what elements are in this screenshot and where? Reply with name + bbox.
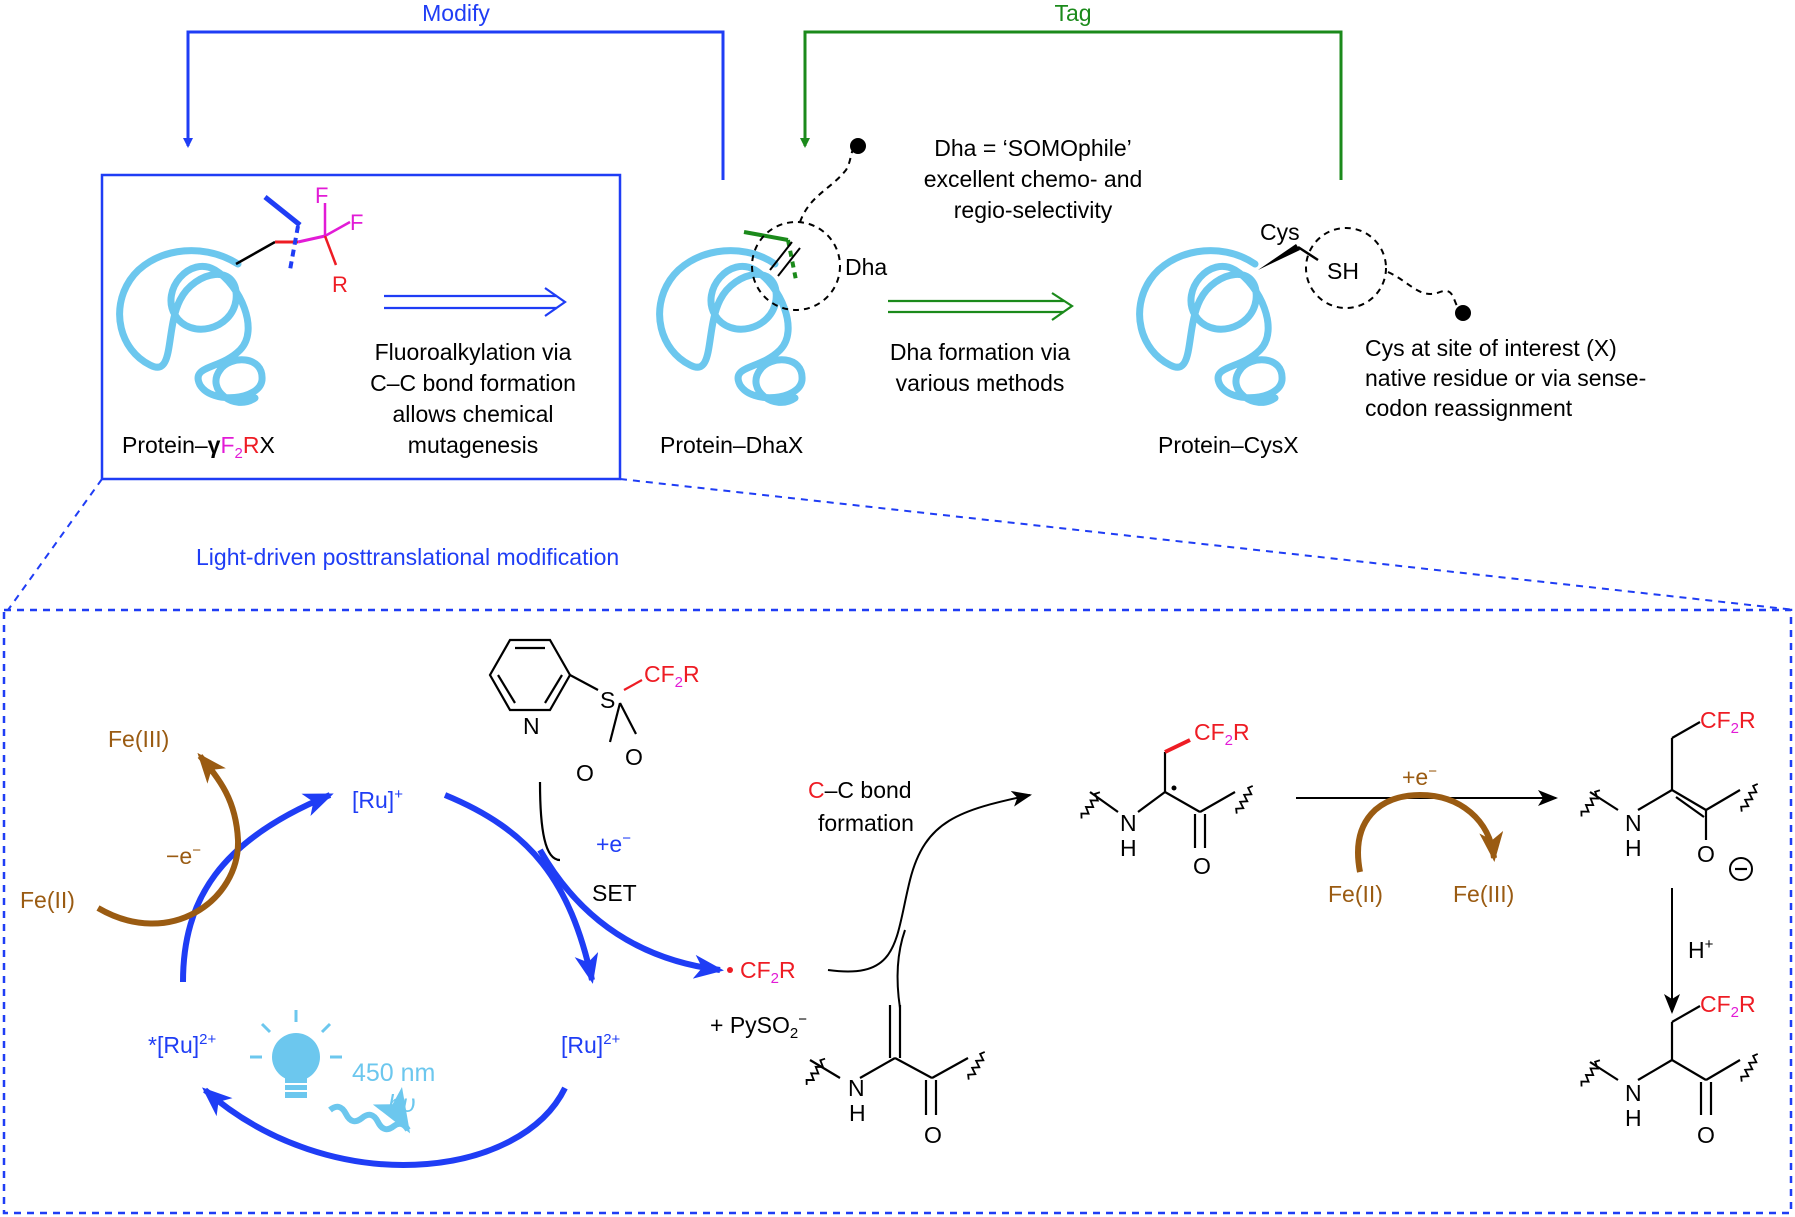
dha-o-label: O [924,1122,942,1148]
radical-intermediate-structure [1077,738,1257,848]
ru-plus-label: [Ru]+ [352,786,403,813]
ru-star-label: *[Ru]2+ [148,1031,216,1058]
light-bulb-icon [250,1010,342,1098]
photon-wavy-arrow [328,1086,411,1134]
zoom-connector-right [619,478,1795,611]
product-h-label: H [1625,1105,1642,1131]
fe2-label-left: Fe(II) [20,887,75,913]
product-cf2r-label: CF2R [1700,991,1756,1021]
protein-gamma-label: Protein–γF2RX [122,432,275,462]
set-label: SET [592,880,637,906]
modify-bracket-arrow [183,30,725,180]
fe3-label-left: Fe(III) [108,726,169,752]
dha-note-line3: regio-selectivity [954,197,1113,223]
cys-text-line2: native residue or via sense- [1365,365,1646,391]
fluoro-text-line2: C–C bond formation [370,370,576,396]
r-label: R [332,272,348,297]
dha-formation-line2: various methods [896,370,1065,396]
dha-sidechain [743,138,866,311]
dha-label: Dha [845,254,887,280]
fluoro-text-line4: mutagenesis [408,432,538,458]
enolate-cf2r-label: CF2R [1700,707,1756,737]
hv-label: hυ [388,1090,416,1118]
ru-2plus-label: [Ru]2+ [561,1031,621,1058]
sulfone-reagent [488,638,643,862]
pyso2-byproduct-label: + PySO2− [710,1011,807,1042]
dha-note-line1: Dha = ‘SOMOphile’ [934,135,1132,161]
wavelength-label: 450 nm [352,1059,435,1087]
cys-sidechain [1258,227,1471,321]
enolate-n-label: N [1625,810,1642,836]
zoom-connector-left [7,478,103,611]
cys-text-line1: Cys at site of interest (X) [1365,335,1617,361]
f-label-1: F [315,183,328,208]
dha-formation-line1: Dha formation via [890,339,1070,365]
protein-coil-3 [1136,247,1286,406]
protein-gamma-box [100,173,622,481]
dha-n-label: N [848,1075,865,1101]
mechanism-frame [2,608,1793,1215]
sulfone-o-label-1: O [576,760,594,786]
dha-h-label: H [849,1100,866,1126]
minus-e-label: −e− [166,842,201,869]
enolate-o-label: O [1697,841,1715,867]
int1-o-label: O [1193,853,1211,879]
cys-label: Cys [1260,219,1300,245]
retro-arrow-blue [384,287,567,317]
modify-label: Modify [422,0,490,26]
dha-residue-structure [803,1005,989,1115]
h-plus-label: H+ [1688,936,1714,963]
enolate-structure [1577,721,1762,881]
fluoro-text-line3: allows chemical [392,401,553,427]
intermediate-radical-dot [1171,785,1177,791]
fe3-label-right: Fe(III) [1453,881,1514,907]
product-o-label: O [1697,1122,1715,1148]
product-structure [1577,1005,1762,1115]
cys-text-line3: codon reassignment [1365,395,1573,421]
fe-reduction-arrow [1355,791,1504,873]
radical-addition-arrow [827,790,1032,1009]
retro-arrow-green [888,292,1074,321]
fe2-label-right: Fe(II) [1328,881,1383,907]
sulfone-o-label-2: O [625,744,643,770]
cc-bond-label: C–C bond [808,777,912,803]
f-label-2: F [350,210,363,235]
reduction-plus-e-label: +e− [1402,763,1437,790]
int1-n-label: N [1120,810,1137,836]
tag-label: Tag [1054,0,1091,26]
protein-coil-1 [116,247,266,406]
sulfur-label: S [600,687,615,713]
protein-coil-2 [656,247,806,406]
protein-dha-label: Protein–DhaX [660,432,803,458]
int1-h-label: H [1120,835,1137,861]
radical-cf2r-label: CF2R [740,957,796,987]
radical-dot [727,967,733,973]
dha-note-line2: excellent chemo- and [924,166,1143,192]
sh-label: SH [1327,258,1359,284]
photoredox-cycle [180,792,724,1168]
int1-cf2r-label: CF2R [1194,719,1250,749]
product-n-label: N [1625,1080,1642,1106]
plus-e-label: +e− [596,830,631,857]
pyridine-n-label: N [523,713,540,739]
fluoro-text-line1: Fluoroalkylation via [375,339,572,365]
cc-formation-label: formation [818,810,914,836]
protein-cys-label: Protein–CysX [1158,432,1299,458]
section-title: Light-driven posttranslational modificat… [196,544,619,570]
fe-oxidation-arrow [96,752,242,927]
enolate-h-label: H [1625,835,1642,861]
tag-bracket-arrow [800,30,1343,180]
gamma-sidechain [235,195,351,271]
reagent-cf2r-label: CF2R [644,661,700,691]
